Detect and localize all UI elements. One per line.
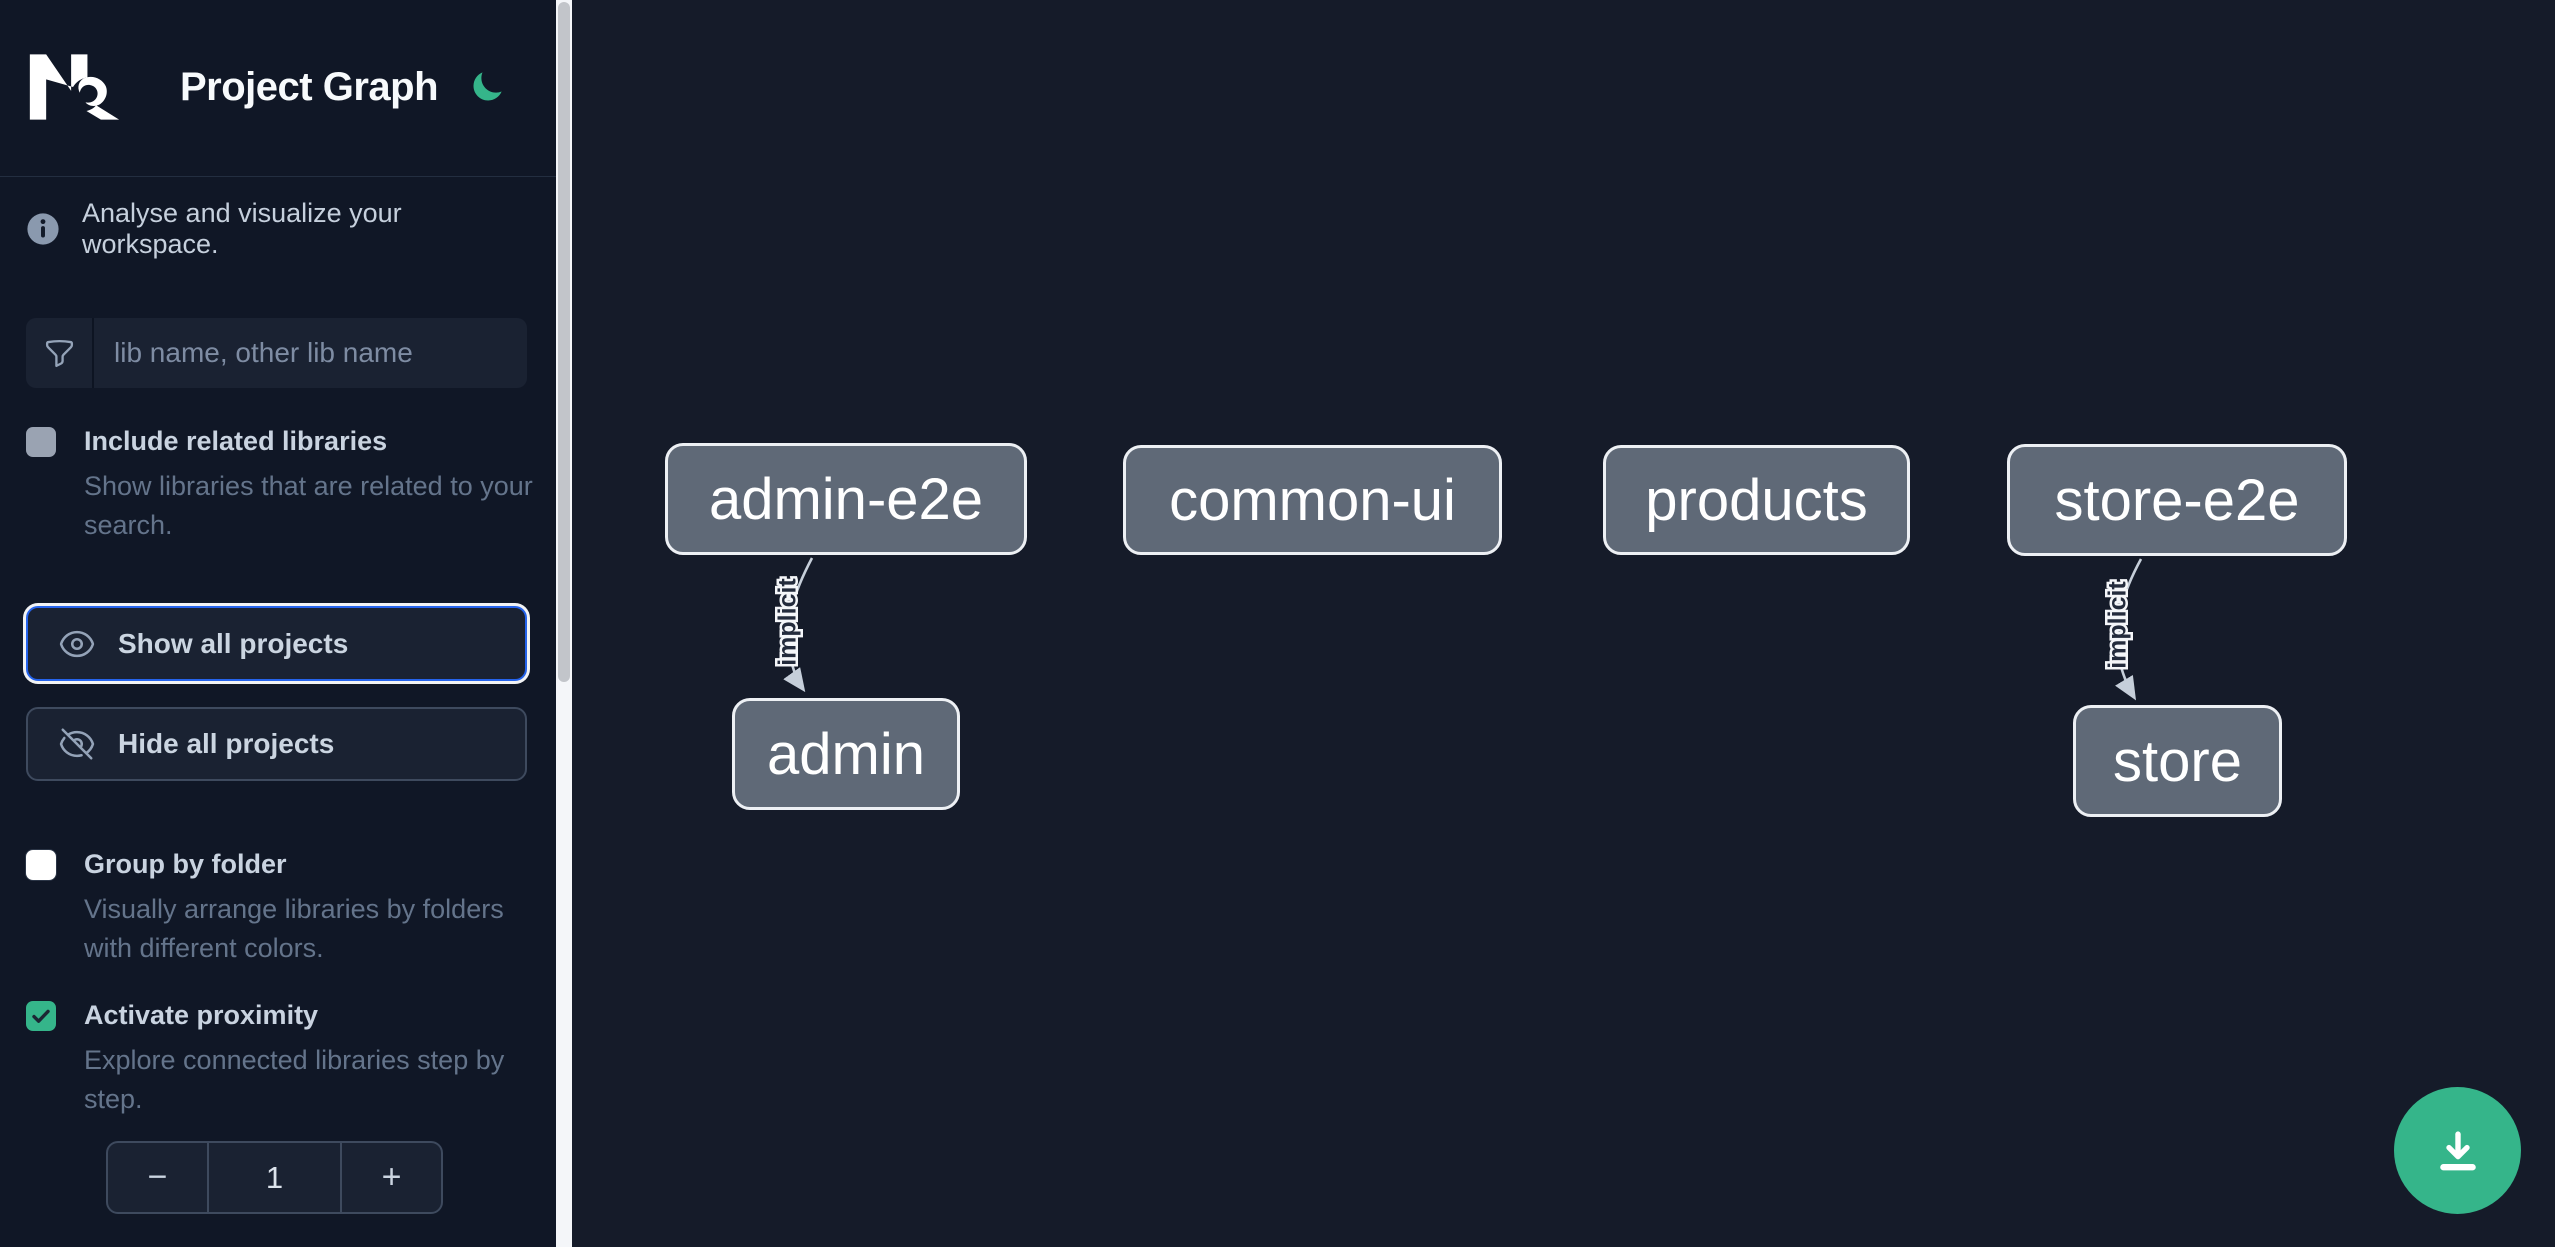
info-icon: [27, 213, 59, 245]
hide-all-projects-button[interactable]: Hide all projects: [26, 707, 527, 781]
search-box: [26, 318, 527, 388]
graph-node-admin-e2e[interactable]: admin-e2e: [665, 443, 1027, 555]
graph-node-store[interactable]: store: [2073, 705, 2282, 817]
activate-proximity-description: Explore connected libraries step by step…: [84, 1045, 505, 1114]
eye-slash-icon: [59, 728, 95, 760]
show-all-projects-label: Show all projects: [118, 627, 349, 659]
graph-canvas[interactable]: implicit implicit admin-e2e common-ui pr…: [572, 0, 2555, 1247]
header-divider: [0, 176, 556, 177]
sidebar: Project Graph Analyse and visualize your…: [0, 0, 572, 1247]
graph-node-common-ui[interactable]: common-ui: [1123, 445, 1502, 555]
page-title: Project Graph: [180, 64, 439, 109]
workspace-tagline: Analyse and visualize your workspace.: [26, 198, 531, 260]
activate-proximity-block: Activate proximity Explore connected lib…: [26, 1000, 531, 1119]
activate-proximity-checkbox[interactable]: [26, 1000, 56, 1031]
proximity-depth-value: 1: [207, 1143, 342, 1212]
download-graph-button[interactable]: [2394, 1087, 2521, 1214]
graph-edges-layer: implicit implicit: [771, 557, 2143, 701]
hide-all-projects-label: Hide all projects: [118, 728, 335, 759]
funnel-icon: [26, 318, 94, 388]
group-by-folder-description: Visually arrange libraries by folders wi…: [84, 894, 504, 963]
edge-label-implicit-admin[interactable]: implicit: [771, 575, 804, 668]
group-by-folder-checkbox[interactable]: [26, 849, 56, 880]
include-related-checkbox[interactable]: [26, 426, 56, 457]
group-by-folder-label: Group by folder: [84, 849, 287, 879]
theme-toggle-button[interactable]: [469, 68, 505, 106]
edge-admin-e2e-to-admin[interactable]: [783, 557, 814, 693]
graph-node-products[interactable]: products: [1603, 445, 1910, 555]
edge-store-e2e-to-store[interactable]: [2115, 558, 2143, 701]
search-input[interactable]: [94, 318, 527, 388]
include-related-block: Include related libraries Show libraries…: [26, 426, 533, 545]
sidebar-scrollbar-thumb[interactable]: [558, 2, 570, 682]
activate-proximity-label: Activate proximity: [84, 1000, 319, 1030]
nx-logo: [29, 54, 120, 120]
sidebar-scrollbar-track[interactable]: [556, 0, 572, 1247]
group-by-folder-block: Group by folder Visually arrange librari…: [26, 849, 531, 968]
proximity-increment-button[interactable]: +: [342, 1143, 441, 1212]
include-related-description: Show libraries that are related to your …: [84, 471, 533, 540]
show-all-projects-button[interactable]: Show all projects: [26, 606, 527, 681]
eye-icon: [59, 630, 95, 657]
graph-node-store-e2e[interactable]: store-e2e: [2007, 444, 2347, 556]
proximity-depth-stepper: − 1 +: [106, 1141, 443, 1214]
moon-icon: [473, 72, 502, 101]
tagline-text: Analyse and visualize your workspace.: [82, 198, 402, 259]
proximity-decrement-button[interactable]: −: [108, 1143, 207, 1212]
graph-node-admin[interactable]: admin: [732, 698, 960, 810]
download-icon: [2439, 1130, 2476, 1170]
edge-label-implicit-store[interactable]: implicit: [2101, 578, 2134, 671]
include-related-label: Include related libraries: [84, 426, 388, 456]
check-icon: [32, 1009, 50, 1023]
sidebar-header: Project Graph: [26, 44, 530, 130]
